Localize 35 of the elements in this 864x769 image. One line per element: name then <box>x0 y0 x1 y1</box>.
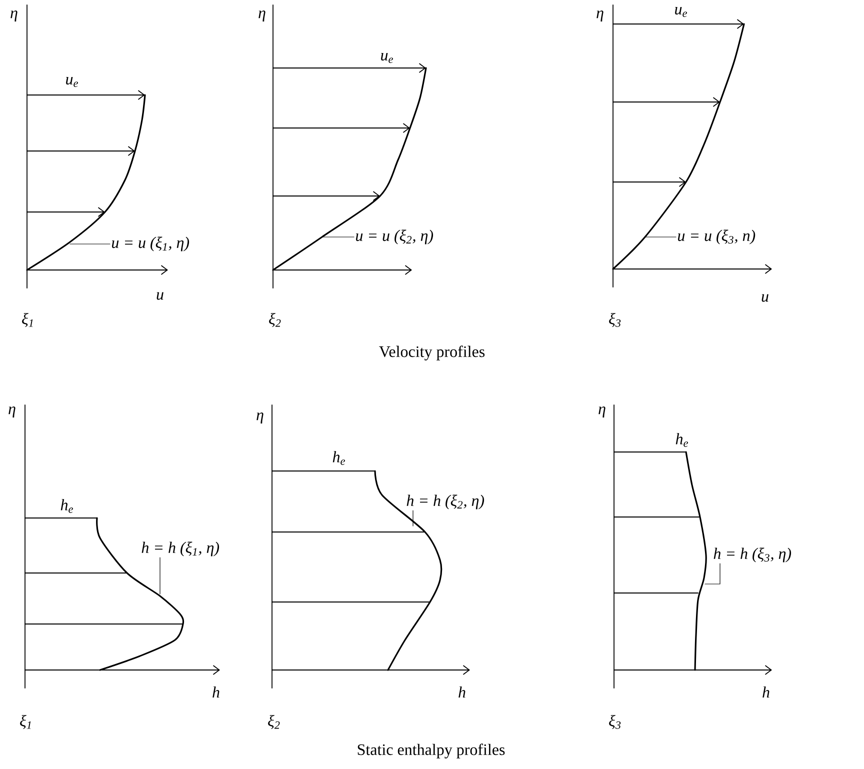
leader-line <box>644 236 676 238</box>
formula-label: h = h (ξ$_{1}$, η) <box>142 542 220 556</box>
caption: Static enthalpy profiles <box>358 744 505 758</box>
station-label: ξ$_{3}$ <box>609 715 621 729</box>
station-label: ξ$_{1}$ <box>20 715 31 729</box>
axis-label: η <box>598 406 606 418</box>
station-label: ξ$_{2}$ <box>268 715 280 729</box>
axis-label: u <box>762 294 768 302</box>
axis-label: η <box>258 10 266 22</box>
axis-label: h <box>762 686 770 698</box>
leader-line <box>704 563 720 584</box>
station-label: ξ$_{3}$ <box>609 313 621 327</box>
formula-label: u = u (ξ$_{2}$, η) <box>356 230 434 244</box>
axis-label: u <box>156 292 164 300</box>
edge-value-label: u$_{e}$ <box>381 52 393 64</box>
formula-label: u = u (ξ$_{3}$, n) <box>678 230 756 244</box>
axis-label: h <box>458 686 466 698</box>
axis-label: η <box>10 10 18 22</box>
station-label: ξ$_{2}$ <box>269 313 281 327</box>
formula-label: h = h (ξ$_{3}$, η) <box>714 548 792 562</box>
axis-label: η <box>596 10 604 22</box>
formula-label: u = u (ξ$_{1}$, η) <box>112 236 190 252</box>
axis-label: η <box>256 412 264 424</box>
station-label: ξ$_{1}$ <box>22 313 33 327</box>
edge-value-label: h$_{e}$ <box>676 433 688 447</box>
caption: Velocity profiles <box>379 346 485 360</box>
leader-line <box>412 510 414 526</box>
edge-value-label: h$_{e}$ <box>60 499 73 513</box>
leader-line <box>322 236 354 238</box>
edge-value-label: u$_{e}$ <box>675 6 687 18</box>
edge-value-label: u$_{e}$ <box>66 76 78 88</box>
edge-value-label: h$_{e}$ <box>332 451 345 465</box>
formula-label: h = h (ξ$_{2}$, η) <box>406 494 484 510</box>
axis-label: h <box>212 686 220 698</box>
axis-label: η <box>8 406 16 418</box>
